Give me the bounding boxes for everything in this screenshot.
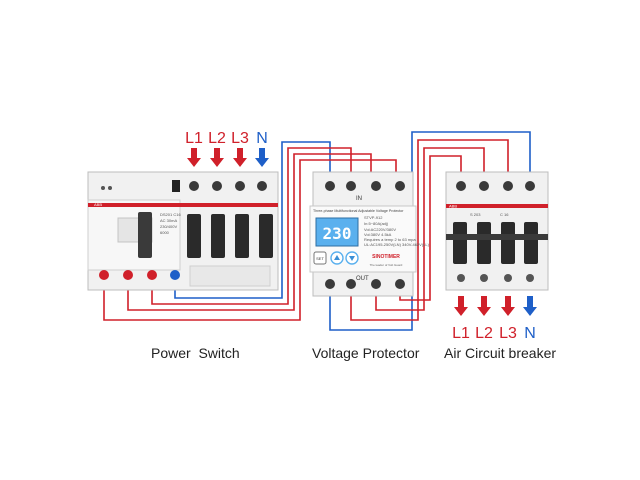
ps-handle-2 <box>211 214 225 258</box>
vp-out-terminal-n <box>325 279 335 289</box>
protector-spec-2: Vol:380V 4.5kA <box>364 232 392 237</box>
air-circuit-breaker: ABB S 203 C 16 <box>445 171 549 291</box>
ab-bottom-terminal-n <box>526 274 534 282</box>
power-switch: ABB DS201 C16 AC 30mA 230/400V 6000 <box>87 171 279 291</box>
protector-spec-1: Vol:AC220V/380V <box>364 227 396 232</box>
power-switch-spec-2: AC 30mA <box>160 218 177 223</box>
output-arrow-l1-icon <box>454 296 468 316</box>
output-arrow-n-icon <box>523 296 537 316</box>
ps-top-terminal-l2 <box>212 181 222 191</box>
protector-title: Three-phase Multifunctional Adjustable V… <box>313 209 404 213</box>
ab-bottom-terminal-l1 <box>457 274 465 282</box>
wire-l2-ps-to-vp <box>127 153 372 311</box>
ps-top-terminal-l1 <box>189 181 199 191</box>
output-arrows: L1 L2 L3 N <box>452 296 537 342</box>
ps-bottom-terminal-n <box>170 270 180 280</box>
vp-in-label: IN <box>356 196 362 202</box>
arrow-down-l3-icon <box>233 148 247 167</box>
ab-top-terminal-l1 <box>456 181 466 191</box>
power-switch-brand: ABB <box>94 202 102 207</box>
air-breaker-red-stripe <box>446 204 548 208</box>
input-label-l3: L3 <box>231 130 249 147</box>
voltage-protector: IN Three-phase Multifunctional Adjustabl… <box>309 171 430 297</box>
ab-handle-1 <box>453 222 467 264</box>
power-switch-spec-4: 6000 <box>160 230 170 235</box>
rcd-test-button <box>101 186 105 190</box>
ps-bottom-terminal-l3 <box>147 270 157 280</box>
set-button <box>313 251 327 265</box>
vp-in-terminal-l2 <box>371 181 381 191</box>
ps-bottom-terminal-l2 <box>123 270 133 280</box>
vp-out-label: OUT <box>356 276 369 282</box>
caption-power-switch: Power Switch <box>151 345 240 361</box>
red-stripe <box>88 203 278 207</box>
lcd-display <box>315 217 359 247</box>
arrow-down-l1-icon <box>187 148 201 167</box>
vp-in-terminal-l1 <box>395 181 405 191</box>
protector-brand-sub: The leader of Volt Guard <box>370 263 403 267</box>
output-arrow-l3-icon <box>501 296 515 316</box>
up-arrow-icon <box>334 255 340 260</box>
ps-handle-3 <box>235 214 249 258</box>
ab-top-terminal-l2 <box>479 181 489 191</box>
input-arrows: L1 L2 L3 N <box>185 130 269 167</box>
wire-l3-vp-to-ab <box>350 139 509 321</box>
air-breaker-spec-2: C 16 <box>500 212 509 217</box>
input-label-l1: L1 <box>185 130 203 147</box>
down-arrow-icon <box>349 256 355 261</box>
protector-brand: SINOTIMER <box>372 254 400 260</box>
ab-top-terminal-n <box>525 181 535 191</box>
arrow-down-l2-icon <box>210 148 224 167</box>
protector-model: STVP-912 <box>364 215 383 220</box>
ps-handle-1 <box>187 214 201 258</box>
ab-handle-2 <box>477 222 491 264</box>
wire-l1-ps-to-vp <box>103 159 397 321</box>
output-label-n: N <box>524 325 536 342</box>
caption-voltage-protector: Voltage Protector <box>312 345 420 361</box>
power-switch-spec-1: DS201 C16 <box>160 212 181 217</box>
caption-air-breaker: Air Circuit breaker <box>444 345 557 361</box>
ps-bottom-terminal-l1 <box>99 270 109 280</box>
vp-out-terminal-l2 <box>371 279 381 289</box>
ps-handle-4 <box>259 214 273 258</box>
output-label-l3: L3 <box>499 325 517 342</box>
wire-l2-vp-to-ab <box>375 147 485 311</box>
ps-top-terminal-n <box>257 181 267 191</box>
protector-spec-3: Requires a temp 2 to 63 mpa <box>364 237 416 242</box>
output-label-l2: L2 <box>475 325 493 342</box>
set-label: SET <box>316 256 324 261</box>
protector-spec-4: UL:AC195-250V(LN) 340V-462V(LL) <box>364 242 430 247</box>
air-breaker-spec-1: S 203 <box>470 212 481 217</box>
vp-out-terminal-l3 <box>346 279 356 289</box>
output-label-l1: L1 <box>452 325 470 342</box>
lcd-value: 230 <box>323 224 352 243</box>
protector-rating: In:5~80A(adj) <box>364 221 389 226</box>
vp-in-terminal-n <box>325 181 335 191</box>
ab-bottom-terminal-l2 <box>480 274 488 282</box>
wire-l1-vp-to-ab <box>399 155 462 301</box>
input-label-n: N <box>256 130 268 147</box>
input-label-l2: L2 <box>208 130 226 147</box>
ab-top-terminal-l3 <box>503 181 513 191</box>
ps-top-terminal-l3 <box>235 181 245 191</box>
arrow-down-n-icon <box>255 148 269 167</box>
ab-handle-4 <box>524 222 538 264</box>
power-switch-spec-3: 230/400V <box>160 224 177 229</box>
ab-bottom-terminal-l3 <box>504 274 512 282</box>
rcd-lever <box>138 212 152 258</box>
vp-in-terminal-l3 <box>346 181 356 191</box>
vp-out-terminal-l1 <box>395 279 405 289</box>
output-arrow-l2-icon <box>477 296 491 316</box>
ab-handle-3 <box>501 222 515 264</box>
air-breaker-brand: ABB <box>449 204 457 209</box>
